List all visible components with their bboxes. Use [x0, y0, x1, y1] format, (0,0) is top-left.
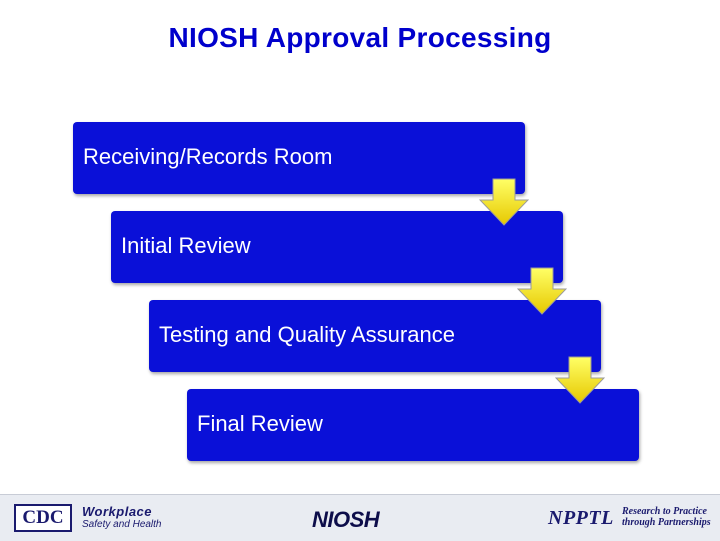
workplace-line1: Workplace [82, 504, 153, 519]
step-label: Receiving/Records Room [83, 144, 333, 169]
slide-title: NIOSH Approval Processing [168, 22, 552, 53]
npptl-tagline-line1: Research to Practice [622, 506, 707, 517]
footer-logo-bar: CDC Workplace Safety and Health NIOSH NP… [0, 494, 720, 541]
step-final-review: Final Review [187, 389, 639, 461]
cdc-logo: CDC [14, 504, 72, 532]
step-testing-quality-assurance: Testing and Quality Assurance [149, 300, 601, 372]
down-arrow-icon [517, 267, 567, 315]
npptl-tagline-line2: through Partnerships [622, 517, 711, 528]
niosh-logo: NIOSH [312, 507, 380, 532]
step-label: Testing and Quality Assurance [159, 322, 455, 347]
npptl-logo: NPPTL [548, 507, 614, 529]
npptl-tagline: Research to Practice through Partnership… [622, 506, 712, 528]
workplace-safety-logo: Workplace Safety and Health [82, 505, 192, 531]
down-arrow-icon [479, 178, 529, 226]
down-arrow-icon [555, 356, 605, 404]
step-initial-review: Initial Review [111, 211, 563, 283]
cdc-logo-text: CDC [22, 507, 64, 528]
step-label: Initial Review [121, 233, 251, 258]
step-receiving-records-room: Receiving/Records Room [73, 122, 525, 194]
workplace-line2: Safety and Health [82, 519, 162, 530]
step-label: Final Review [197, 411, 323, 436]
